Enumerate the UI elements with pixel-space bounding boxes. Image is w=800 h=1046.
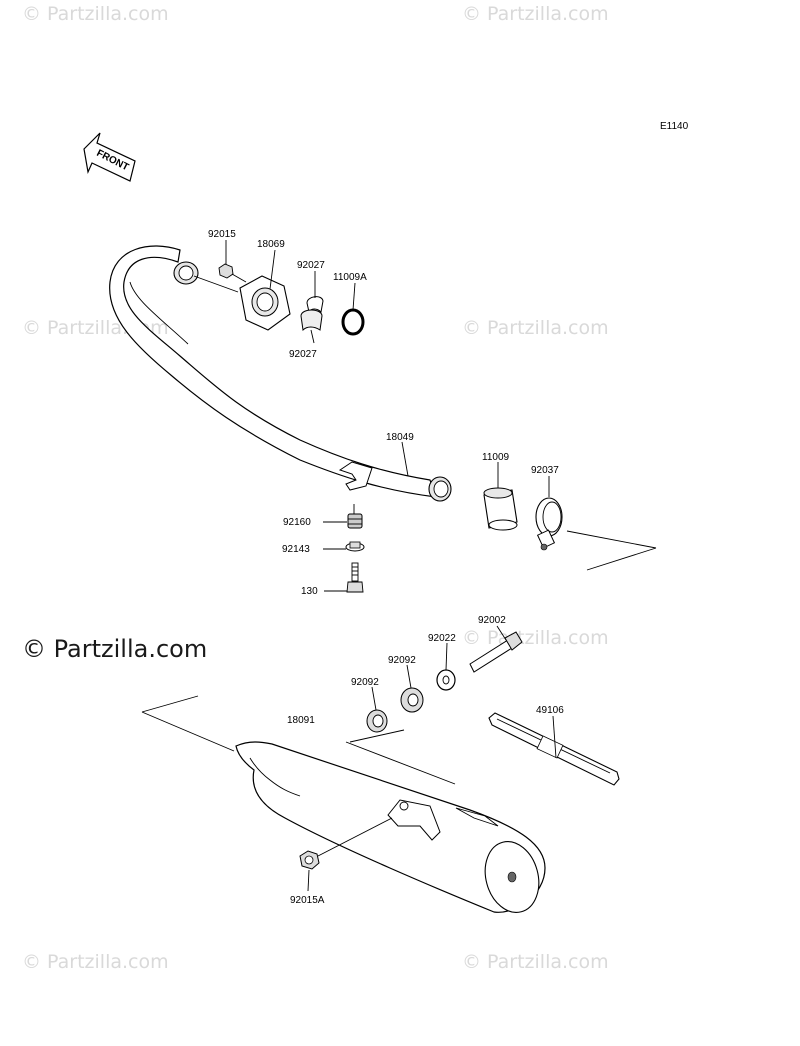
part-label-92143[interactable]: 92143 [282,544,310,555]
washer [436,669,456,691]
part-label-92027-bottom[interactable]: 92027 [289,349,317,360]
pipe-clamp [535,497,563,551]
watermark: © Partzilla.com [462,627,609,649]
part-label-18091[interactable]: 18091 [287,715,315,726]
rubber-damper-bottom [366,709,388,733]
collar [345,541,365,552]
muffler-bolt [469,631,523,673]
gasket-sleeve [483,487,518,531]
muffler [235,741,546,913]
diagram-code: E1140 [660,121,689,132]
part-label-92022[interactable]: 92022 [428,633,456,644]
watermark-main: © Partzilla.com [22,635,207,663]
part-label-92037[interactable]: 92037 [531,465,559,476]
part-label-92092-bottom[interactable]: 92092 [351,677,379,688]
watermark-group: © Partzilla.com © Partzilla.com © Partzi… [22,3,609,973]
part-label-130[interactable]: 130 [301,586,318,597]
rubber-damper-top [400,687,424,713]
part-label-92160[interactable]: 92160 [283,517,311,528]
part-label-92015[interactable]: 92015 [208,229,236,240]
watermark: © Partzilla.com [462,3,609,25]
nut [218,263,234,279]
front-arrow-icon: FRONT [83,132,136,182]
rubber-grommet [347,513,363,529]
part-label-92092-top[interactable]: 92092 [388,655,416,666]
flange-nut [299,850,320,870]
reference-lines [141,240,657,892]
heat-guard [488,712,620,786]
part-label-11009[interactable]: 11009 [482,452,510,463]
part-label-92015A[interactable]: 92015A [290,895,325,906]
exhaust-header-pipe [109,245,452,502]
part-labels: 92015 18069 92027 11009A 92027 18049 110… [208,229,564,906]
gasket-ring-small [341,308,365,336]
part-label-92027-top[interactable]: 92027 [297,260,325,271]
part-label-18069[interactable]: 18069 [257,239,285,250]
watermark: © Partzilla.com [462,951,609,973]
part-label-92002[interactable]: 92002 [478,615,506,626]
bolt [346,562,364,593]
part-label-18049[interactable]: 18049 [386,432,414,443]
watermark: © Partzilla.com [22,3,169,25]
collet-bottom [300,309,323,332]
part-label-49106[interactable]: 49106 [536,705,564,716]
watermark: © Partzilla.com [462,317,609,339]
watermark: © Partzilla.com [22,951,169,973]
part-label-11009A[interactable]: 11009A [333,272,367,283]
exhaust-flange [239,275,291,331]
